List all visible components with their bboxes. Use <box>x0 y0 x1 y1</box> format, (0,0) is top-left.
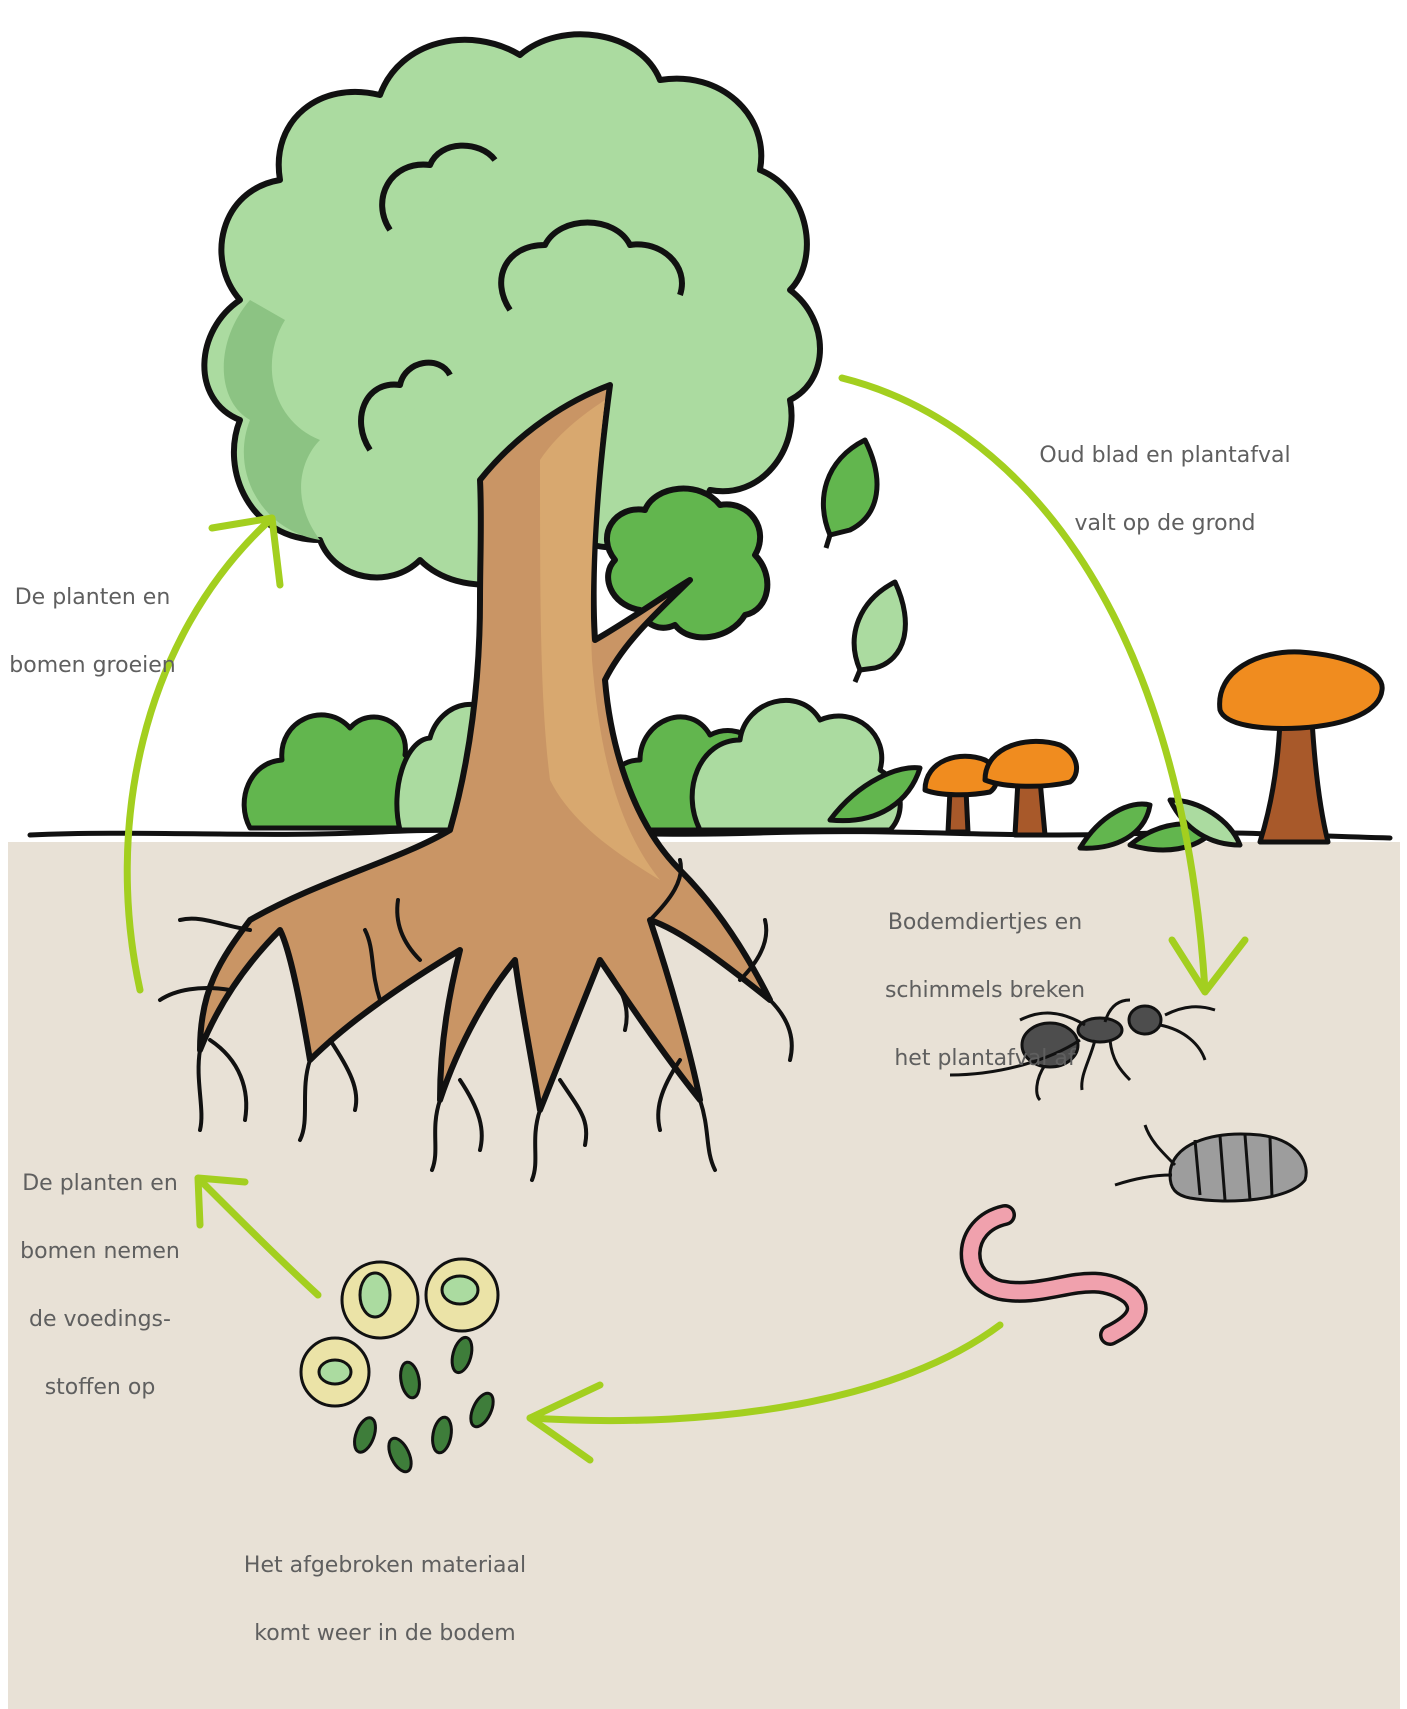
caption-plants-grow-line-1: De planten en <box>0 581 185 615</box>
caption-material-returns-line-2: komt weer in de bodem <box>220 1617 550 1651</box>
caption-nutrient-uptake-line-2: bomen nemen <box>10 1235 190 1269</box>
mushroom-large-stem <box>1260 720 1328 842</box>
caption-decomposition-line-1: Bodemdiertjes en <box>860 906 1110 940</box>
fungal-cell-3 <box>301 1338 369 1406</box>
caption-leaves-fall-line-2: valt op de grond <box>1015 507 1315 541</box>
fungal-cell-1 <box>342 1262 418 1338</box>
caption-decomposition-line-2: schimmels breken <box>860 974 1110 1008</box>
mushroom-mid-cap <box>985 741 1077 786</box>
leaf-falling-2-stem <box>855 670 860 682</box>
caption-nutrient-uptake: De planten en bomen nemen de voedings- s… <box>10 1133 190 1439</box>
woodlouse-body <box>1170 1134 1306 1201</box>
mushrooms <box>925 652 1382 842</box>
caption-leaves-fall-line-1: Oud blad en plantafval <box>1015 439 1315 473</box>
caption-leaves-fall: Oud blad en plantafval valt op de grond <box>1015 405 1315 575</box>
caption-plants-grow-line-2: bomen groeien <box>0 649 185 683</box>
leaf-falling-1-stem <box>826 535 830 548</box>
mushroom-large-cap <box>1220 652 1383 729</box>
fungal-cell-2 <box>426 1259 498 1331</box>
caption-decomposition: Bodemdiertjes en schimmels breken het pl… <box>860 872 1110 1110</box>
caption-material-returns-line-1: Het afgebroken materiaal <box>220 1549 550 1583</box>
caption-nutrient-uptake-line-4: stoffen op <box>10 1371 190 1405</box>
caption-nutrient-uptake-line-1: De planten en <box>10 1167 190 1201</box>
caption-nutrient-uptake-line-3: de voedings- <box>10 1303 190 1337</box>
leaf-falling-1 <box>823 440 877 535</box>
caption-decomposition-line-3: het plantafval af <box>860 1042 1110 1076</box>
ant-head <box>1129 1006 1161 1034</box>
caption-material-returns: Het afgebroken materiaal komt weer in de… <box>220 1515 550 1685</box>
caption-plants-grow: De planten en bomen groeien <box>0 547 185 717</box>
leaf-falling-2 <box>854 582 905 670</box>
